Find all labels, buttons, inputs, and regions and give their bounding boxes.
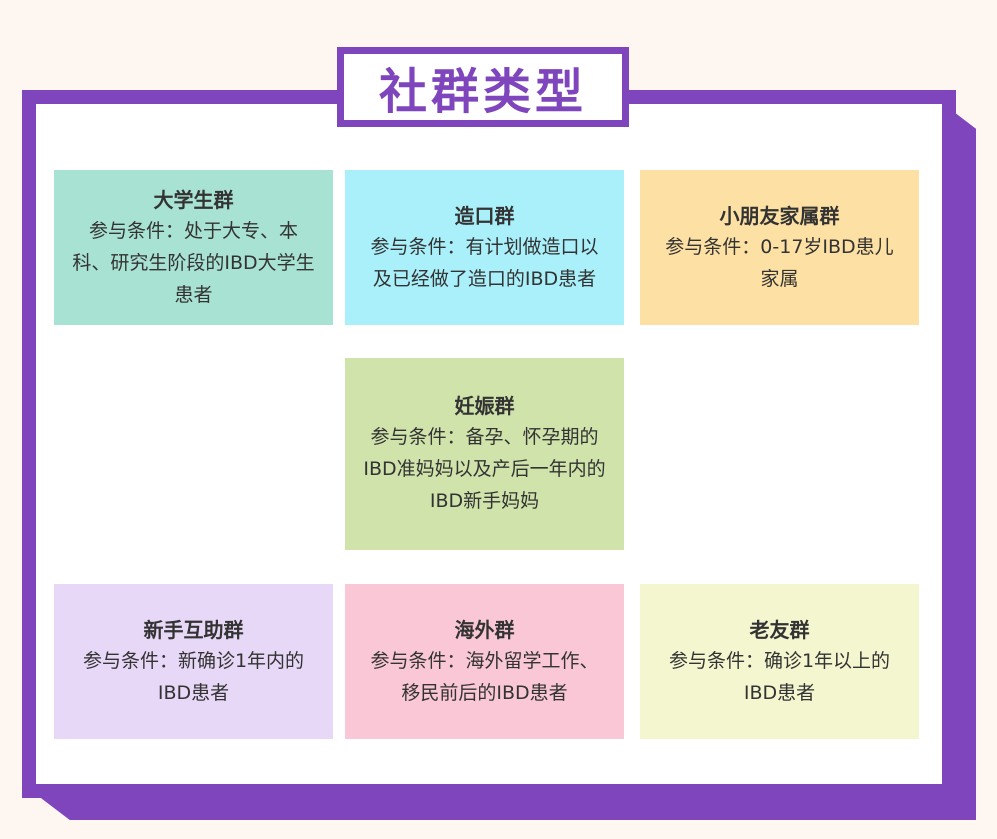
group-name: 新手互助群 [143,617,244,642]
group-card-pregnancy: 妊娠群 参与条件：备孕、怀孕期的IBD准妈妈以及产后一年内的IBD新手妈妈 [345,358,624,550]
group-desc: 参与条件：备孕、怀孕期的IBD准妈妈以及产后一年内的IBD新手妈妈 [363,426,606,512]
group-desc: 参与条件：0-17岁IBD患儿家属 [665,235,894,290]
group-card-overseas: 海外群 参与条件：海外留学工作、移民前后的IBD患者 [345,584,624,739]
group-name: 大学生群 [153,187,234,212]
group-card-veteran: 老友群 参与条件：确诊1年以上的IBD患者 [640,584,919,739]
group-desc: 参与条件：处于大专、本科、研究生阶段的IBD大学生患者 [72,219,315,306]
group-desc: 参与条件：海外留学工作、移民前后的IBD患者 [370,649,599,704]
group-name: 老友群 [749,617,810,642]
group-card-children-family: 小朋友家属群 参与条件：0-17岁IBD患儿家属 [640,170,919,325]
group-name: 小朋友家属群 [719,203,840,228]
group-desc: 参与条件：有计划做造口以及已经做了造口的IBD患者 [370,235,599,290]
group-name: 海外群 [454,617,515,642]
group-card-stoma: 造口群 参与条件：有计划做造口以及已经做了造口的IBD患者 [345,170,624,325]
group-name: 造口群 [454,203,515,228]
group-card-newcomer: 新手互助群 参与条件：新确诊1年内的IBD患者 [54,584,333,739]
group-card-university: 大学生群 参与条件：处于大专、本科、研究生阶段的IBD大学生患者 [54,170,333,325]
group-desc: 参与条件：新确诊1年内的IBD患者 [82,649,305,704]
title-box: 社群类型 [337,47,629,127]
page-title: 社群类型 [378,64,587,120]
group-desc: 参与条件：确诊1年以上的IBD患者 [668,649,891,704]
group-name: 妊娠群 [454,394,515,418]
